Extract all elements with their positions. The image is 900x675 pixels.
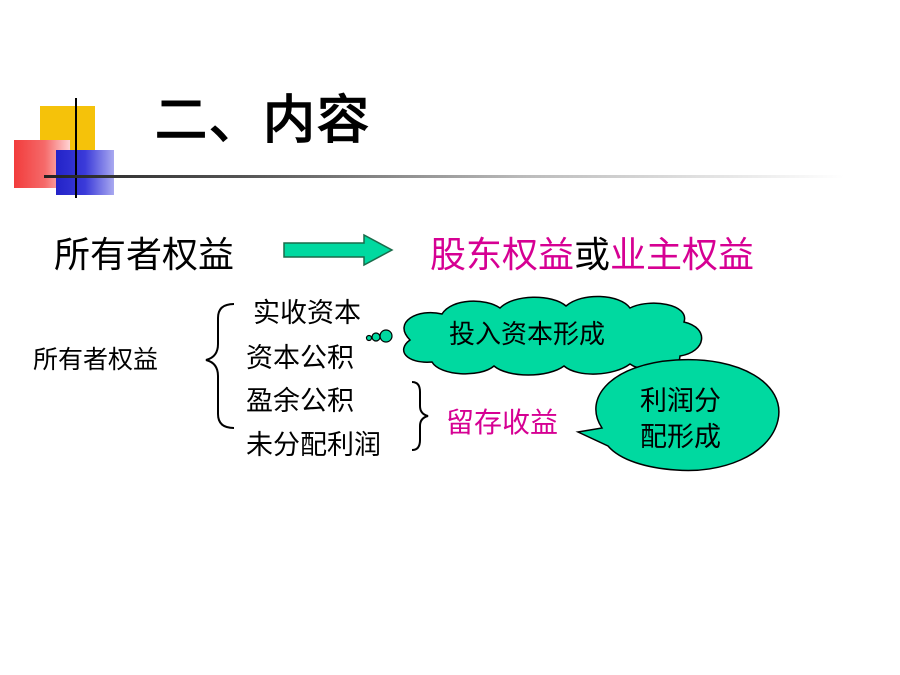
- equity-synonyms: 股东权益或业主权益: [430, 238, 754, 274]
- equity-term: 所有者权益: [54, 235, 235, 276]
- corner-vertical-line: [75, 98, 77, 198]
- thought-dot-1: [379, 329, 393, 343]
- corner-square-blue: [56, 150, 114, 195]
- profit-distribution-text-line1: 利润分: [640, 386, 721, 417]
- category-label: 所有者权益: [33, 345, 159, 374]
- shareholder-equity-text: 股东权益: [430, 235, 575, 276]
- invested-capital-cloud: [365, 295, 703, 376]
- retained-earnings-label: 留存收益: [446, 406, 559, 439]
- or-connector: 或: [574, 235, 611, 276]
- left-brace: [205, 303, 235, 429]
- invested-capital-text: 投入资本形成: [449, 320, 606, 350]
- right-arrow-icon: [283, 233, 394, 267]
- item-paid-in-capital: 实收资本: [253, 298, 361, 329]
- item-undistributed-profit: 未分配利润: [246, 430, 381, 461]
- item-surplus-reserve: 盈余公积: [246, 386, 354, 417]
- profit-distribution-callout: [575, 358, 780, 472]
- right-brace: [411, 381, 429, 451]
- profit-distribution-text-line2: 配形成: [640, 422, 721, 453]
- thought-dot-2: [371, 332, 381, 342]
- owner-equity-text: 业主权益: [610, 235, 755, 276]
- thought-dot-3: [365, 334, 373, 342]
- slide-title: 二、内容: [155, 91, 372, 151]
- title-underline: [44, 175, 844, 178]
- item-capital-reserve: 资本公积: [246, 343, 354, 374]
